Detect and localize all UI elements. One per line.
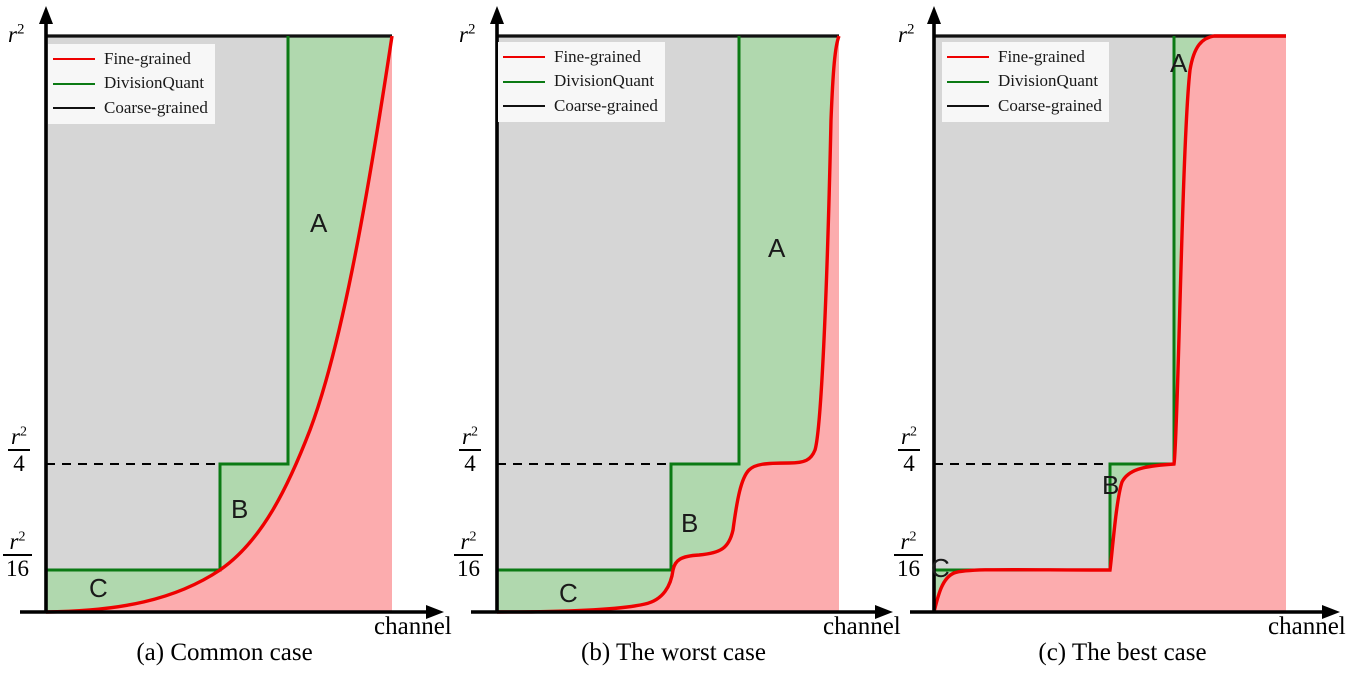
y-axis-arrow-c (927, 6, 941, 24)
line-swatch-black-icon-c (947, 105, 989, 108)
ytick-r2-a: r2 (8, 22, 24, 46)
ytick-r2-over-4-denominator-b: 4 (459, 449, 481, 475)
panel-b-worst-case: r2 r2 4 r2 16 channel A B C Fine-grained (449, 0, 901, 673)
region-label-a-panel-b: A (768, 233, 786, 263)
legend-item-coarse-grained-c: Coarse-grained (947, 95, 1102, 117)
panel-a-common-case: r2 r2 4 r2 16 channel A B C Fine-grained (0, 0, 452, 673)
panel-c-best-case: r2 r2 4 r2 16 channel A B C Fine-grained (894, 0, 1347, 673)
legend-item-fine-grained-a: Fine-grained (53, 48, 208, 70)
fine-grained-area-a (46, 36, 392, 612)
region-label-b-panel-c: B (1102, 470, 1120, 500)
region-label-b-panel-a: B (231, 494, 249, 524)
ytick-r2-over-16-numerator-c: r (900, 529, 910, 554)
ytick-r2-over-16-a: r2 16 (3, 530, 32, 580)
ytick-r2-over-16-denominator-c: 16 (894, 554, 923, 580)
y-axis-arrow-b (490, 6, 504, 24)
region-label-c-panel-b: C (559, 578, 578, 608)
ytick-r2-c: r2 (898, 22, 914, 46)
ytick-r2-over-16-numerator-a: r (9, 529, 19, 554)
legend-item-divisionquant-a: DivisionQuant (53, 72, 208, 94)
legend-panel-c: Fine-grained DivisionQuant Coarse-graine… (942, 42, 1109, 123)
legend-label-fine-grained-c: Fine-grained (998, 47, 1085, 66)
line-swatch-green-icon-c (947, 80, 989, 83)
ytick-r2-over-16-exponent-a: 2 (18, 529, 26, 545)
ytick-r2-over-16-c: r2 16 (894, 530, 923, 580)
line-swatch-black-icon-b (503, 105, 545, 108)
caption-panel-b: (b) The worst case (581, 639, 766, 666)
region-label-a-panel-a: A (310, 208, 328, 238)
ytick-r2-over-16-numerator-b: r (460, 529, 470, 554)
caption-panel-a: (a) Common case (136, 639, 313, 666)
legend-label-fine-grained-b: Fine-grained (554, 47, 641, 66)
x-axis-label-c: channel (1268, 613, 1346, 640)
ytick-r2-over-4-c: r2 4 (898, 425, 920, 475)
x-axis-label-a: channel (374, 613, 452, 640)
fine-grained-curve-b (496, 35, 841, 614)
ytick-r2-over-4-exponent-c: 2 (909, 424, 917, 440)
divisionquant-line-b (497, 36, 741, 572)
ytick-r2-over-4-numerator-c: r (901, 424, 910, 449)
region-label-a-panel-c: A (1170, 48, 1188, 78)
legend-label-coarse-grained-c: Coarse-grained (998, 95, 1102, 115)
y-axis-arrow-a (39, 6, 53, 24)
line-swatch-green-icon-a (53, 82, 95, 85)
region-label-c-panel-a: C (89, 573, 108, 603)
x-axis-arrow-c (1322, 605, 1340, 619)
legend-item-coarse-grained-b: Coarse-grained (503, 95, 658, 117)
ytick-r2-over-4-numerator-b: r (462, 424, 471, 449)
ytick-r2-over-16-exponent-c: 2 (909, 529, 917, 545)
legend-label-coarse-grained-b: Coarse-grained (554, 95, 658, 115)
fine-grained-curve-a (45, 35, 394, 614)
ytick-r2-over-4-exponent-b: 2 (470, 424, 478, 440)
legend-panel-b: Fine-grained DivisionQuant Coarse-graine… (498, 42, 665, 123)
ytick-r2-b: r2 (459, 22, 475, 46)
legend-label-fine-grained-a: Fine-grained (104, 49, 191, 68)
panel-b-plot (471, 6, 893, 619)
legend-item-divisionquant-c: DivisionQuant (947, 70, 1102, 92)
legend-item-fine-grained-c: Fine-grained (947, 46, 1102, 68)
x-axis-arrow-a (426, 605, 444, 619)
x-axis-arrow-b (875, 605, 893, 619)
ytick-r2-numerator-c: r (898, 21, 907, 47)
legend-item-coarse-grained-a: Coarse-grained (53, 97, 208, 119)
line-swatch-black-icon-a (53, 107, 95, 110)
ytick-r2-exponent-b: 2 (467, 21, 476, 37)
panel-c-plot (910, 6, 1340, 619)
line-swatch-red-icon-b (503, 56, 545, 59)
line-swatch-green-icon-b (503, 80, 545, 83)
ytick-r2-numerator-b: r (459, 21, 468, 47)
ytick-r2-over-4-exponent-a: 2 (19, 424, 27, 440)
ytick-r2-over-16-exponent-b: 2 (469, 529, 477, 545)
legend-panel-a: Fine-grained DivisionQuant Coarse-graine… (48, 44, 215, 125)
line-swatch-red-icon-a (53, 58, 95, 61)
ytick-r2-over-16-b: r2 16 (454, 530, 483, 580)
ytick-r2-exponent-a: 2 (16, 21, 25, 37)
legend-label-divisionquant-a: DivisionQuant (104, 73, 205, 93)
ytick-r2-over-4-denominator-c: 4 (898, 449, 920, 475)
fine-grained-area-c (934, 36, 1286, 612)
ytick-r2-over-4-a: r2 4 (8, 425, 30, 475)
legend-label-divisionquant-c: DivisionQuant (998, 71, 1099, 91)
line-swatch-red-icon-c (947, 56, 989, 59)
x-axis-label-b: channel (823, 613, 901, 640)
region-label-b-panel-b: B (681, 508, 699, 538)
legend-item-divisionquant-b: DivisionQuant (503, 70, 658, 92)
ytick-r2-exponent-c: 2 (906, 21, 915, 37)
ytick-r2-over-4-denominator-a: 4 (8, 449, 30, 475)
divisionquant-line-a (46, 36, 290, 572)
legend-item-fine-grained-b: Fine-grained (503, 46, 658, 68)
legend-label-divisionquant-b: DivisionQuant (554, 71, 655, 91)
panel-a-plot (20, 6, 444, 619)
caption-panel-c: (c) The best case (1038, 639, 1207, 666)
region-label-c-panel-c: C (931, 553, 950, 583)
ytick-r2-over-4-numerator-a: r (11, 424, 20, 449)
legend-label-coarse-grained-a: Coarse-grained (104, 97, 208, 117)
fine-grained-curve-c (932, 34, 1286, 613)
ytick-r2-over-16-denominator-a: 16 (3, 554, 32, 580)
ytick-r2-numerator-a: r (8, 21, 17, 47)
ytick-r2-over-4-b: r2 4 (459, 425, 481, 475)
ytick-r2-over-16-denominator-b: 16 (454, 554, 483, 580)
